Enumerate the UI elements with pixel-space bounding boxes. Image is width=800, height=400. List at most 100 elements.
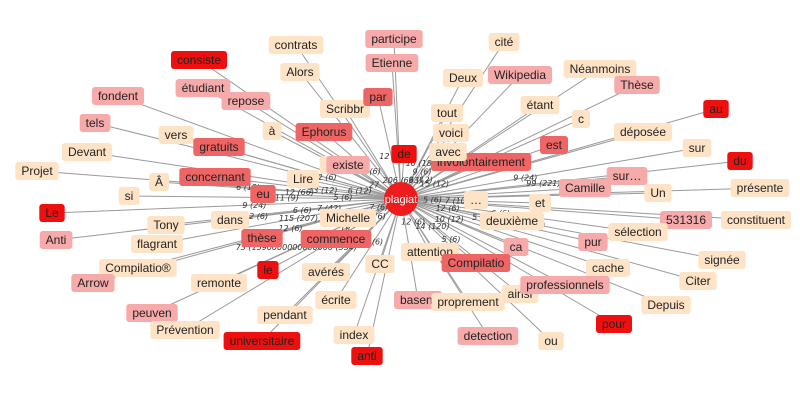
word-node-camille[interactable]: Camille (559, 179, 611, 197)
word-node-label: avec (435, 145, 460, 159)
word-node-box (221, 92, 271, 110)
word-node-tony[interactable]: Tony (147, 216, 185, 234)
word-node-au[interactable]: au (703, 100, 729, 118)
word-node-neanmoins[interactable]: Néanmoins (563, 60, 637, 78)
word-node-flagrant[interactable]: flagrant (131, 235, 183, 253)
word-node-averes[interactable]: avérés (302, 263, 350, 281)
word-node-par[interactable]: par (363, 88, 393, 106)
word-node-consiste[interactable]: consiste (171, 51, 227, 69)
word-node-sur[interactable]: sur (682, 139, 712, 157)
word-node-arrow[interactable]: Arrow (71, 274, 115, 292)
word-node-citer[interactable]: Citer (679, 272, 717, 290)
word-node-lire[interactable]: Lire (287, 170, 319, 188)
word-node-c[interactable]: c (572, 110, 590, 128)
word-node-these[interactable]: thèse (241, 229, 283, 247)
word-node-prevention[interactable]: Prévention (150, 321, 220, 339)
word-node-concernant[interactable]: concernant (179, 168, 251, 186)
center-node[interactable]: plagiat (384, 182, 418, 216)
word-node-index[interactable]: index (333, 326, 375, 344)
word-node-le[interactable]: le (257, 261, 279, 279)
word-node-tout[interactable]: tout (431, 104, 463, 122)
word-node-un[interactable]: Un (644, 184, 672, 202)
word-node-eu[interactable]: eu (250, 185, 276, 203)
word-node-label: attention (407, 245, 453, 259)
word-node-devant[interactable]: Devant (62, 143, 112, 161)
word-node-constituent[interactable]: constituent (721, 211, 791, 229)
word-node-est[interactable]: est (540, 136, 568, 154)
word-node-peuven[interactable]: peuven (126, 304, 178, 322)
edge-weight-involontairement: 15 (12) (420, 180, 449, 189)
word-node-pour[interactable]: pour (596, 315, 632, 333)
word-node-dans[interactable]: dans (211, 211, 249, 229)
word-node-ephorus[interactable]: Ephorus (295, 123, 353, 141)
word-node-a[interactable]: Â (149, 173, 169, 191)
word-node-ou[interactable]: ou (538, 332, 564, 350)
word-node-box (191, 274, 247, 292)
word-node-tels[interactable]: tels (79, 114, 111, 132)
word-node-contrats[interactable]: contrats (268, 36, 324, 54)
word-node-compilatio[interactable]: Compilatio (441, 254, 511, 272)
word-node-pur[interactable]: pur (578, 233, 608, 251)
word-node-etienne[interactable]: Etienne (365, 54, 419, 72)
word-node-box (540, 136, 568, 154)
word-node-anti[interactable]: Anti (39, 231, 73, 249)
word-node-le[interactable]: Le (39, 204, 65, 222)
word-node-de[interactable]: de (391, 145, 417, 163)
word-node-repose[interactable]: repose (221, 92, 271, 110)
word-node-box (149, 173, 169, 191)
word-node-detection[interactable]: detection (457, 327, 519, 345)
word-node-pendant[interactable]: pendant (257, 306, 313, 324)
word-node-avec[interactable]: avec (429, 143, 467, 161)
word-node-label: écrite (321, 293, 351, 307)
word-node-du[interactable]: du (727, 152, 753, 170)
word-node-label: Michelle (326, 211, 370, 225)
word-node-professionnels[interactable]: professionnels (520, 276, 610, 294)
word-node-deuxieme[interactable]: deuxième (480, 212, 544, 230)
word-node-deposee[interactable]: déposée (614, 123, 672, 141)
word-node-cite[interactable]: cité (488, 33, 520, 51)
word-node-word[interactable]: … (464, 191, 488, 209)
word-node-these[interactable]: Thèse (614, 76, 660, 94)
word-node-universitaire[interactable]: universitaire (223, 332, 301, 350)
word-node-anti[interactable]: anti (351, 347, 383, 365)
word-node-commence[interactable]: commence (300, 230, 372, 248)
word-node-presente[interactable]: présente (730, 179, 790, 197)
word-node-etudiant[interactable]: étudiant (175, 79, 231, 97)
word-node-existe[interactable]: existe (326, 156, 370, 174)
word-node-box (698, 251, 746, 269)
word-node-michelle[interactable]: Michelle (320, 209, 376, 227)
word-node-participe[interactable]: participe (365, 30, 423, 48)
word-node-label: étant (527, 98, 554, 112)
word-node-wikipedia[interactable]: Wikipedia (488, 66, 552, 84)
word-node-projet[interactable]: Projet (15, 162, 59, 180)
word-node-signee[interactable]: signée (698, 251, 746, 269)
word-node-selection[interactable]: sélection (608, 223, 668, 241)
word-node-compilatio[interactable]: Compilatio® (99, 259, 177, 277)
word-node-scribbr[interactable]: Scribbr (320, 100, 370, 118)
word-node-ca[interactable]: ca (503, 238, 529, 256)
word-node-voici[interactable]: voici (433, 124, 469, 142)
word-node-remonte[interactable]: remonte (191, 274, 247, 292)
word-node-alors[interactable]: Alors (280, 63, 320, 81)
word-node-sur[interactable]: sur… (606, 167, 648, 185)
word-node-531316[interactable]: 531316 (660, 211, 712, 229)
edge-weight-tony: 6 (6) (293, 206, 312, 215)
word-node-etant[interactable]: étant (520, 96, 560, 114)
word-node-ecrite[interactable]: écrite (315, 291, 357, 309)
word-node-deux[interactable]: Deux (443, 69, 483, 87)
word-node-fondent[interactable]: fondent (92, 87, 144, 105)
word-node-label: Â (155, 174, 163, 189)
word-node-box (488, 33, 520, 51)
word-node-depuis[interactable]: Depuis (641, 296, 691, 314)
word-node-cc[interactable]: CC (365, 255, 395, 273)
word-node-basent[interactable]: basent (394, 291, 442, 309)
word-node-label: le (263, 263, 273, 277)
word-node-a[interactable]: à (262, 122, 282, 140)
word-node-label: pur (584, 235, 601, 249)
word-node-proprement[interactable]: proprement (431, 293, 505, 311)
word-node-vers[interactable]: vers (158, 126, 194, 144)
word-node-si[interactable]: si (118, 187, 140, 205)
word-node-et[interactable]: et (529, 194, 551, 212)
word-node-gratuits[interactable]: gratuits (193, 138, 245, 156)
word-node-cache[interactable]: cache (586, 259, 630, 277)
